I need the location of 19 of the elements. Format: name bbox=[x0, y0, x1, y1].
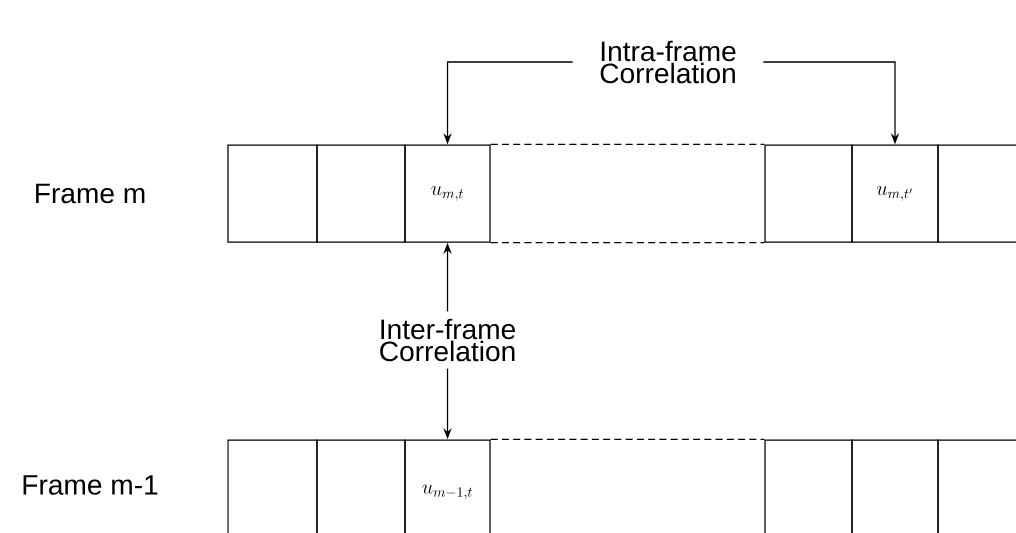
frame-cell bbox=[316, 144, 406, 243]
frame-cell bbox=[764, 144, 853, 243]
row-label: Frame m-1 bbox=[23, 475, 158, 495]
frame-cell bbox=[851, 439, 939, 533]
row-label: Frame m bbox=[36, 183, 145, 204]
frame-cell: $u_{m,t}$ bbox=[404, 144, 491, 243]
frame-cell: $u_{m-1,t}$ bbox=[404, 439, 491, 533]
dashed-line bbox=[490, 438, 766, 440]
frame-cell bbox=[316, 439, 406, 533]
frame-cell: $u_{m,t'}$ bbox=[851, 144, 939, 243]
frame-cell bbox=[764, 439, 853, 533]
frame-cell bbox=[937, 439, 1016, 533]
correlation-label: Intra-frame Correlation bbox=[600, 40, 736, 84]
correlation-label: Inter-frame Correlation bbox=[380, 318, 515, 362]
frame-cell bbox=[937, 144, 1016, 243]
frame-cell bbox=[227, 144, 318, 243]
frame-cell bbox=[227, 439, 318, 533]
dashed-line bbox=[490, 143, 766, 146]
dashed-line bbox=[490, 242, 766, 244]
